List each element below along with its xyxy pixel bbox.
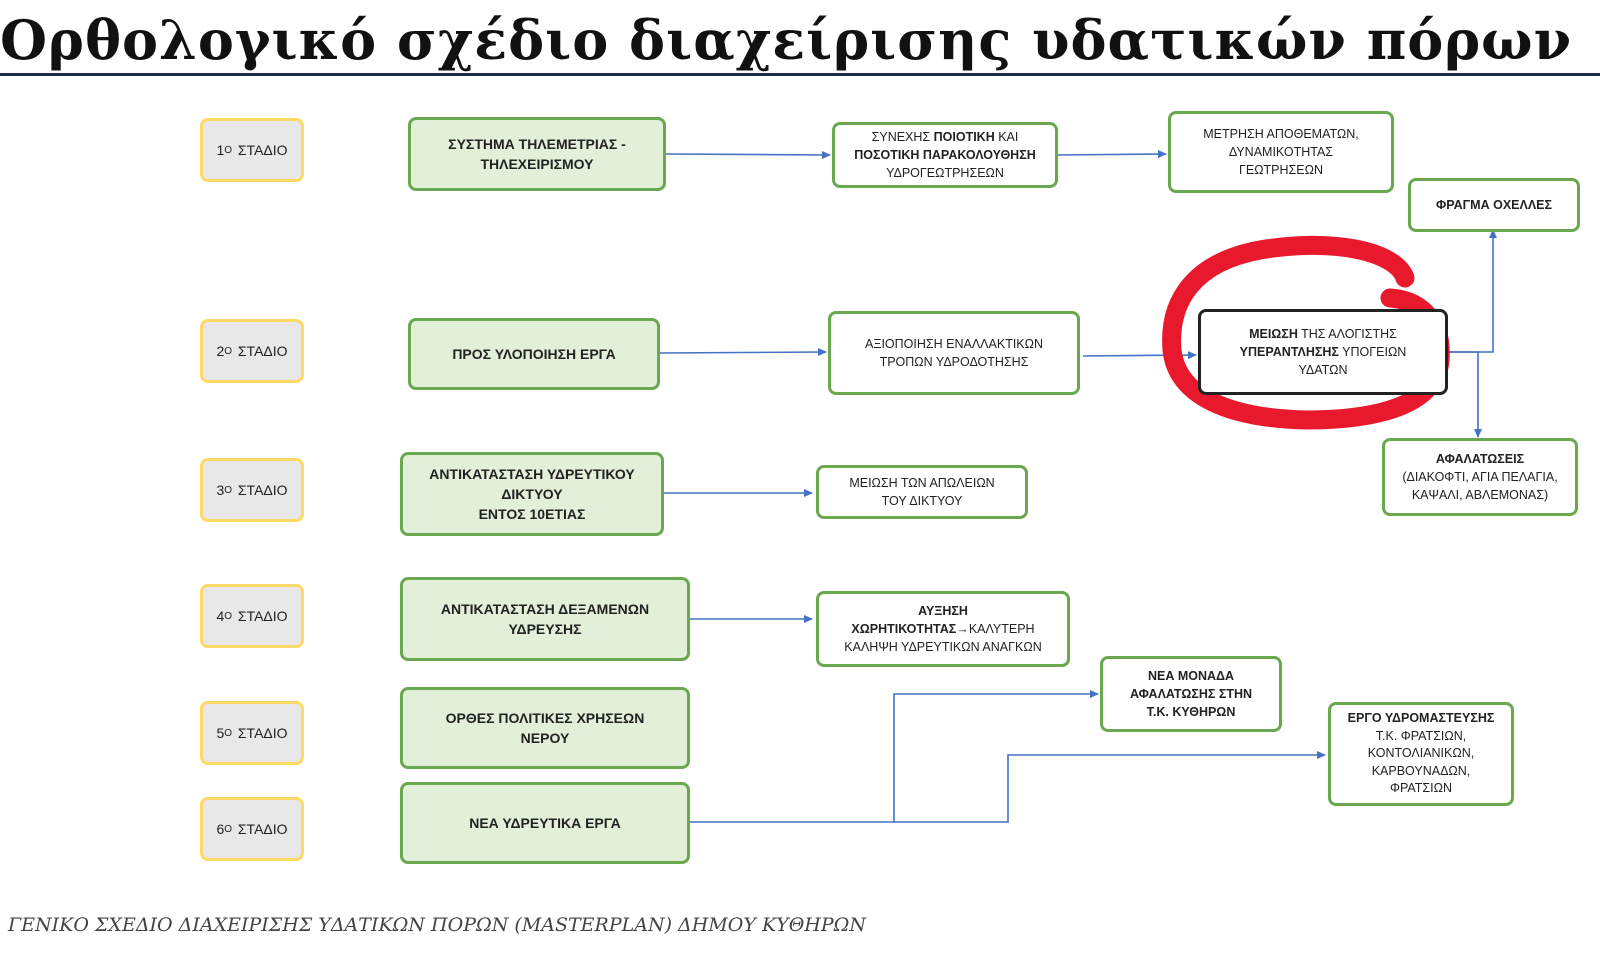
- desal-l1: ΑΦΑΛΑΤΩΣΕΙΣ: [1435, 451, 1525, 466]
- footer-caption: ΓΕΝΙΚΟ ΣΧΕΔΙΟ ΔΙΑΧΕΙΡΙΣΗΣ ΥΔΑΤΙΚΩΝ ΠΟΡΩΝ…: [8, 914, 867, 936]
- losses-l1: ΜΕΙΩΣΗ ΤΩΝ ΑΠΩΛΕΙΩΝ: [849, 475, 995, 490]
- arrow-reduction-to-desal: [1447, 351, 1482, 438]
- action-new-water-works-label: ΝΕΑ ΥΔΡΕΥΤΙΚΑ ΕΡΓΑ: [469, 814, 621, 831]
- outcome-overpumping-reduction: ΜΕΙΩΣΗ ΤΗΣ ΑΛΟΓΙΣΤΗΣ ΥΠΕΡΑΝΤΛΗΣΗΣ ΥΠΟΓΕΙ…: [1198, 309, 1448, 395]
- stage-1-number: 1: [216, 142, 225, 158]
- capacity-l1: ΑΥΞΗΣΗ: [918, 603, 968, 618]
- alternative-l2: ΤΡΟΠΩΝ ΥΔΡΟΔΟΤΗΣΗΣ: [879, 355, 1029, 369]
- outcome-alternative-supply: ΑΞΙΟΠΟΙΗΣΗ ΕΝΑΛΛΑΚΤΙΚΩΝ ΤΡΟΠΩΝ ΥΔΡΟΔΟΤΗΣ…: [828, 311, 1080, 395]
- new-unit-l3: Τ.Κ. ΚΥΘΗΡΩΝ: [1146, 705, 1236, 720]
- action-network-line-2: ΔΙΚΤΥΟΥ: [501, 485, 563, 502]
- arrow-telemetry-to-monitoring: [664, 150, 831, 159]
- action-reservoir-line-2: ΥΔΡΕΥΣΗΣ: [508, 621, 582, 637]
- action-network-line-1: ΑΝΤΙΚΑΤΑΣΤΑΣΗ ΥΔΡΕΥΤΙΚΟΥ: [429, 465, 635, 482]
- dam-label: ΦΡΑΓΜΑ ΟΧΕΛΛΕΣ: [1435, 197, 1553, 212]
- stage-1-label: ΣΤΑΔΙΟ: [237, 142, 288, 158]
- action-telemetry-line-1: ΣΥΣΤΗΜΑ ΤΗΛΕΜΕΤΡΙΑΣ -: [448, 135, 626, 152]
- measurement-l3: ΓΕΩΤΡΗΣΕΩΝ: [1238, 163, 1323, 178]
- new-unit-l1: ΝΕΑ ΜΟΝΑΔΑ: [1147, 668, 1235, 683]
- reduction-l1b: ΤΗΣ ΑΛΟΓΙΣΤΗΣ: [1297, 326, 1397, 341]
- action-reservoir-replacement: ΑΝΤΙΚΑΤΑΣΤΑΣΗ ΔΕΞΑΜΕΝΩΝ ΥΔΡΕΥΣΗΣ: [400, 577, 690, 661]
- stage-4-ordinal: Ο: [224, 610, 233, 622]
- monitoring-l3: ΥΔΡΟΓΕΩΤΡΗΣΕΩΝ: [886, 166, 1004, 181]
- storage-l4: ΚΑΡΒΟΥΝΑΔΩΝ,: [1371, 763, 1471, 778]
- losses-l2: ΤΟΥ ΔΙΚΤΥΟΥ: [881, 494, 963, 508]
- stage-2-label: ΣΤΑΔΙΟ: [237, 343, 288, 359]
- action-reservoir-line-1: ΑΝΤΙΚΑΤΑΣΤΑΣΗ ΔΕΞΑΜΕΝΩΝ: [440, 600, 650, 617]
- capacity-l3: ΚΑΛΗΨΗ ΥΔΡΕΥΤΙΚΩΝ ΑΝΑΓΚΩΝ: [844, 640, 1042, 655]
- storage-l5: ΦΡΑΤΣΙΩΝ: [1390, 781, 1452, 796]
- stage-3-ordinal: Ο: [224, 484, 233, 496]
- arrow-monitoring-to-measurement: [1054, 150, 1167, 159]
- measurement-l2: ΔΥΝΑΜΙΚΟΤΗΤΑΣ: [1228, 144, 1334, 159]
- outcome-capacity-increase: ΑΥΞΗΣΗ ΧΩΡΗΤΙΚΟΤΗΤΑΣ→ΚΑΛΥΤΕΡΗ ΚΑΛΗΨΗ ΥΔΡ…: [816, 591, 1070, 667]
- action-network-line-3: ΕΝΤΟΣ 10ΕΤΙΑΣ: [478, 506, 586, 523]
- outcome-water-storage-project: ΕΡΓΟ ΥΔΡΟΜΑΣΤΕΥΣΗΣ Τ.Κ. ΦΡΑΤΣΙΩΝ, ΚΟΝΤΟΛ…: [1328, 702, 1514, 806]
- action-policies-line-1: ΟΡΘΕΣ ΠΟΛΙΤΙΚΕΣ ΧΡΗΣΕΩΝ: [445, 709, 645, 726]
- monitoring-l1b: ΠΟΙΟΤΙΚΗ: [933, 129, 995, 144]
- reduction-l3: ΥΔΑΤΩΝ: [1298, 363, 1348, 378]
- action-policies-line-2: ΝΕΡΟΥ: [520, 730, 570, 746]
- action-planned-projects: ΠΡΟΣ ΥΛΟΠΟΙΗΣΗ ΕΡΓΑ: [408, 318, 660, 390]
- outcome-loss-reduction: ΜΕΙΩΣΗ ΤΩΝ ΑΠΩΛΕΙΩΝ ΤΟΥ ΔΙΚΤΥΟΥ: [816, 465, 1028, 519]
- reduction-l1a: ΜΕΙΩΣΗ: [1249, 326, 1298, 341]
- monitoring-l2: ΠΟΣΟΤΙΚΗ ΠΑΡΑΚΟΛΟΥΘΗΣΗ: [854, 147, 1036, 162]
- stage-1-ordinal: Ο: [224, 144, 233, 156]
- outcome-desalinations: ΑΦΑΛΑΤΩΣΕΙΣ (ΔΙΑΚΟΦΤΙ, ΑΓΙΑ ΠΕΛΑΓΙΑ, ΚΑΨ…: [1382, 438, 1578, 516]
- action-new-water-works: ΝΕΑ ΥΔΡΕΥΤΙΚΑ ΕΡΓΑ: [400, 782, 690, 864]
- action-telemetry-line-2: ΤΗΛΕΧΕΙΡΙΣΜΟΥ: [480, 156, 594, 172]
- stage-4-number: 4: [216, 608, 225, 624]
- stage-5-label: ΣΤΑΔΙΟ: [237, 725, 288, 741]
- page-title: Ορθολογικό σχέδιο διαχείρισης υδατικών π…: [0, 8, 1573, 72]
- reduction-l2a: ΥΠΕΡΑΝΤΛΗΣΗΣ: [1239, 344, 1339, 359]
- arrow-projects-to-alternative: [659, 348, 827, 357]
- stage-3-number: 3: [216, 482, 225, 498]
- desal-l2: (ΔΙΑΚΟΦΤΙ, ΑΓΙΑ ΠΕΛΑΓΙΑ,: [1402, 469, 1558, 484]
- action-water-use-policies: ΟΡΘΕΣ ΠΟΛΙΤΙΚΕΣ ΧΡΗΣΕΩΝ ΝΕΡΟΥ: [400, 687, 690, 769]
- monitoring-l1a: ΣΥΝΕΧΗΣ: [871, 129, 934, 144]
- alternative-l1: ΑΞΙΟΠΟΙΗΣΗ ΕΝΑΛΛΑΚΤΙΚΩΝ: [864, 336, 1044, 351]
- arrow-reduction-to-dam: [1447, 229, 1497, 353]
- stage-6-ordinal: Ο: [224, 823, 233, 835]
- storage-l3: ΚΟΝΤΟΛΙΑΝΙΚΩΝ,: [1367, 746, 1475, 761]
- stage-6-number: 6: [216, 821, 225, 837]
- action-telemetry-system: ΣΥΣΤΗΜΑ ΤΗΛΕΜΕΤΡΙΑΣ - ΤΗΛΕΧΕΙΡΙΣΜΟΥ: [408, 117, 666, 191]
- title-underline: [0, 73, 1600, 76]
- stage-6-label: ΣΤΑΔΙΟ: [237, 821, 288, 837]
- stage-5-ordinal: Ο: [224, 727, 233, 739]
- stage-2-ordinal: Ο: [224, 345, 233, 357]
- arrow-newworks-to-unit: [688, 690, 1099, 823]
- capacity-l2a: ΧΩΡΗΤΙΚΟΤΗΤΑΣ: [851, 621, 957, 636]
- outcome-stock-measurement: ΜΕΤΡΗΣΗ ΑΠΟΘΕΜΑΤΩΝ, ΔΥΝΑΜΙΚΟΤΗΤΑΣ ΓΕΩΤΡΗ…: [1168, 111, 1394, 193]
- outcome-new-desal-unit: ΝΕΑ ΜΟΝΑΔΑ ΑΦΑΛΑΤΩΣΗΣ ΣΤΗΝ Τ.Κ. ΚΥΘΗΡΩΝ: [1100, 656, 1282, 732]
- measurement-l1: ΜΕΤΡΗΣΗ ΑΠΟΘΕΜΑΤΩΝ,: [1203, 126, 1359, 141]
- arrow-newworks-to-storage: [894, 751, 1326, 823]
- stage-2-number: 2: [216, 343, 225, 359]
- stage-3-label: ΣΤΑΔΙΟ: [237, 482, 288, 498]
- reduction-l2b: ΥΠΟΓΕΙΩΝ: [1338, 344, 1407, 359]
- storage-l1: ΕΡΓΟ ΥΔΡΟΜΑΣΤΕΥΣΗΣ: [1347, 711, 1495, 726]
- action-planned-projects-label: ΠΡΟΣ ΥΛΟΠΟΙΗΣΗ ΕΡΓΑ: [452, 345, 616, 362]
- outcome-monitoring: ΣΥΝΕΧΗΣ ΠΟΙΟΤΙΚΗ ΚΑΙ ΠΟΣΟΤΙΚΗ ΠΑΡΑΚΟΛΟΥΘ…: [832, 122, 1058, 188]
- action-network-replacement: ΑΝΤΙΚΑΤΑΣΤΑΣΗ ΥΔΡΕΥΤΙΚΟΥ ΔΙΚΤΥΟΥ ΕΝΤΟΣ 1…: [400, 452, 664, 536]
- stage-5-number: 5: [216, 725, 225, 741]
- monitoring-l1c: ΚΑΙ: [994, 129, 1019, 144]
- new-unit-l2: ΑΦΑΛΑΤΩΣΗΣ ΣΤΗΝ: [1129, 686, 1253, 701]
- storage-l2: Τ.Κ. ΦΡΑΤΣΙΩΝ,: [1375, 728, 1467, 743]
- outcome-dam: ΦΡΑΓΜΑ ΟΧΕΛΛΕΣ: [1408, 178, 1580, 232]
- desal-l3: ΚΑΨΑΛΙ, ΑΒΛΕΜΟΝΑΣ): [1411, 488, 1549, 503]
- capacity-l2b: →ΚΑΛΥΤΕΡΗ: [956, 621, 1035, 636]
- stage-4-label: ΣΤΑΔΙΟ: [237, 608, 288, 624]
